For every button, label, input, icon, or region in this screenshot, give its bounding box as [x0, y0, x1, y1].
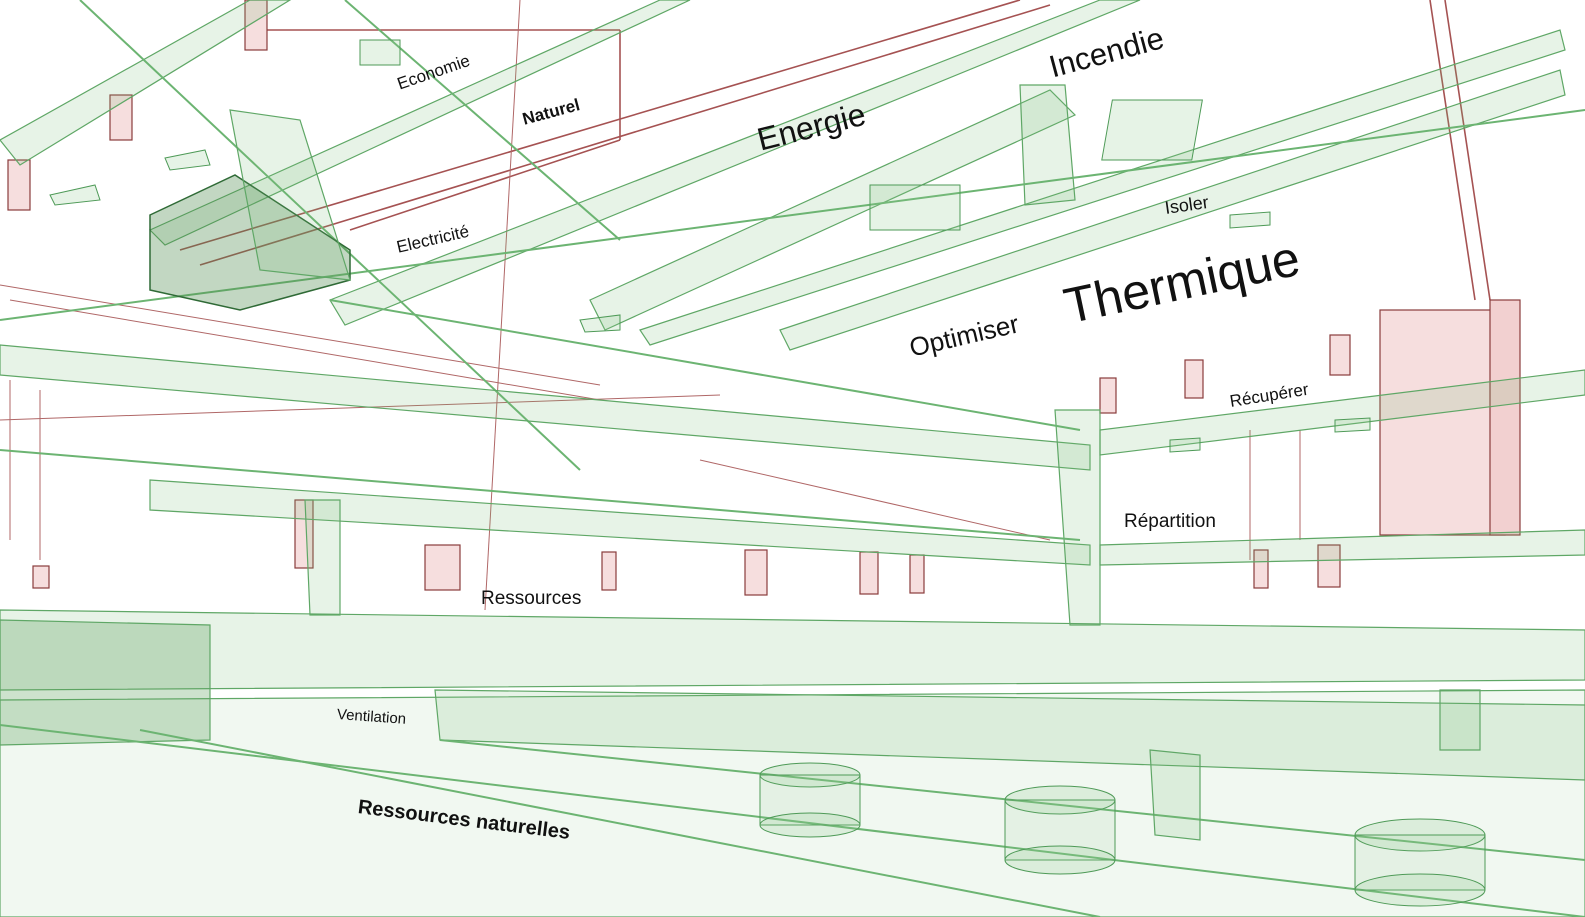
label-ressources: Ressources [481, 588, 582, 609]
ahu-frame [149, 109, 351, 311]
mid-ducts [0, 299, 1585, 626]
label-repartition: Répartition [1124, 511, 1216, 532]
upper-ducts [0, 0, 1585, 471]
terminal-units [7, 0, 1521, 596]
diffusers [49, 149, 1371, 453]
floor-ducts [0, 609, 1585, 917]
red-piping-network [0, 0, 1491, 611]
